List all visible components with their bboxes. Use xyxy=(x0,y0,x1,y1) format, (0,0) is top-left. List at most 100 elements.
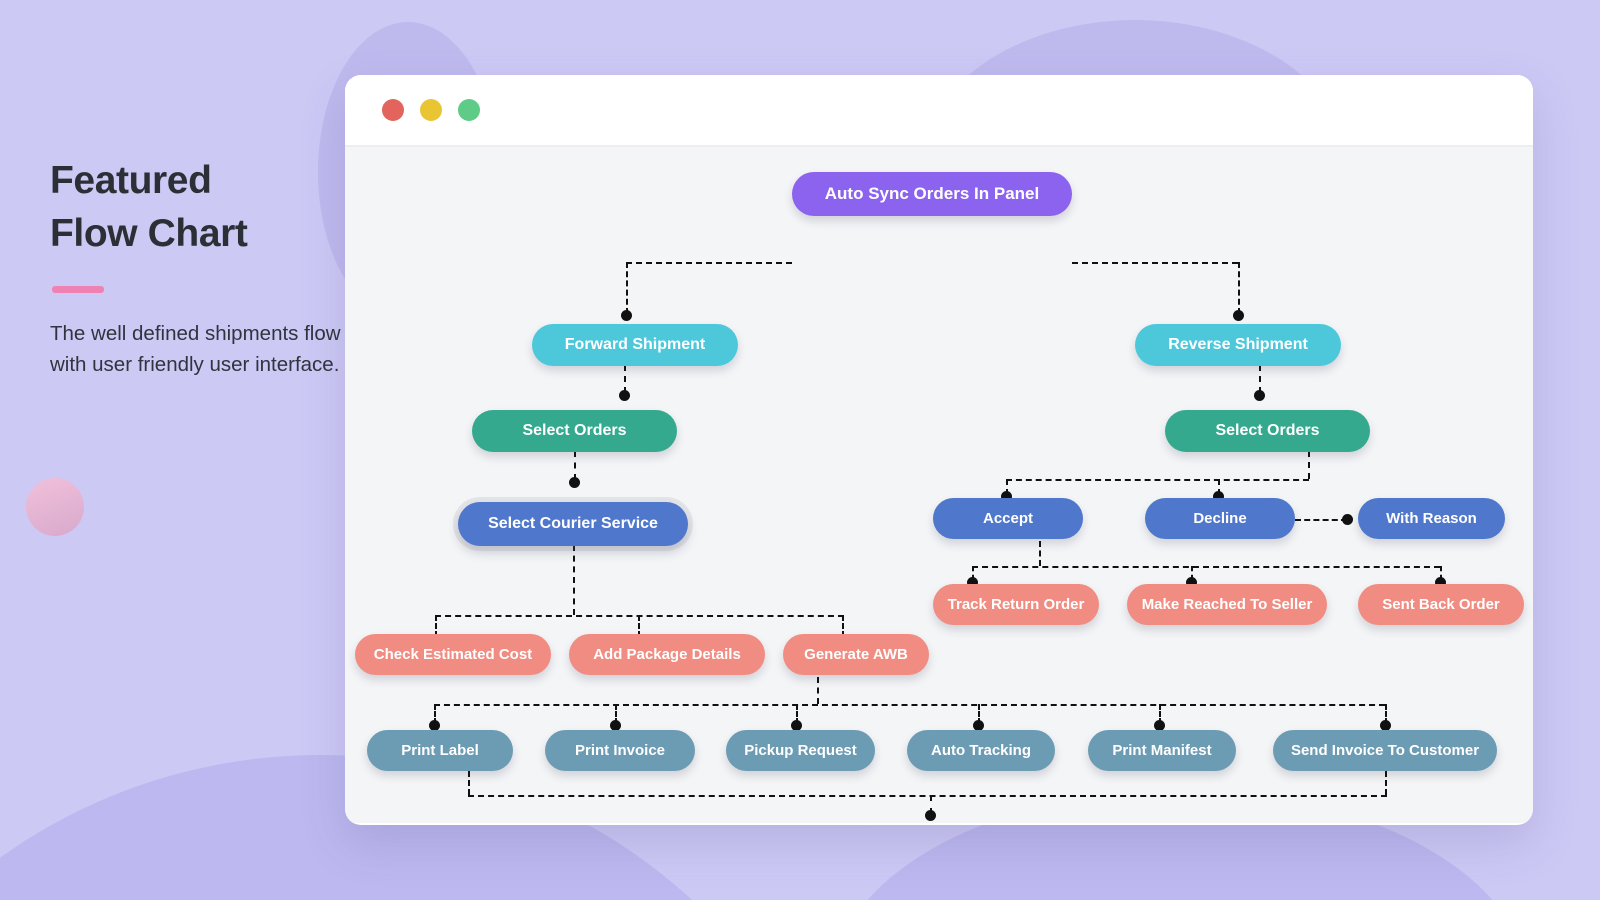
edge-to-auto-tracking-v xyxy=(978,704,980,724)
edge-to-make-reached-v xyxy=(1191,566,1193,580)
title-underline-accent xyxy=(52,286,104,294)
node-accept[interactable]: Accept xyxy=(933,498,1083,539)
node-make-reached-to-seller[interactable]: Make Reached To Seller xyxy=(1127,584,1327,625)
edge-to-generate-awb-v xyxy=(842,615,844,637)
edge-cap-select-orders-reverse xyxy=(1254,390,1265,401)
edge-to-decline-v xyxy=(1218,479,1220,495)
edge-printlabel-down xyxy=(468,771,470,795)
edge-to-pickup-request-v xyxy=(796,704,798,724)
node-print-manifest[interactable]: Print Manifest xyxy=(1088,730,1236,771)
node-with-reason[interactable]: With Reason xyxy=(1358,498,1505,539)
node-auto-sync-orders-in-panel[interactable]: Auto Sync Orders In Panel xyxy=(792,172,1072,216)
node-label: Print Label xyxy=(401,742,479,759)
node-label: Track Return Order xyxy=(947,596,1085,613)
edge-accept-decline-bus xyxy=(1006,479,1309,481)
edge-autosync-to-forward-h xyxy=(626,262,792,264)
node-label: Print Manifest xyxy=(1112,742,1212,759)
page-title-line-2: Flow Chart xyxy=(50,211,248,255)
edge-cap-send-invoice xyxy=(1380,720,1391,731)
edge-cap-forward-shipment xyxy=(621,310,632,321)
edge-to-add-package-v xyxy=(638,615,640,637)
node-reverse-shipment[interactable]: Reverse Shipment xyxy=(1135,324,1341,366)
node-label: Reverse Shipment xyxy=(1168,336,1308,353)
edge-autosync-to-reverse-h xyxy=(1072,262,1238,264)
node-select-orders-forward[interactable]: Select Orders xyxy=(472,410,677,452)
page-description: The well defined shipments flow with use… xyxy=(50,322,341,376)
node-label: Print Invoice xyxy=(574,742,666,759)
page-title: Featured Flow Chart xyxy=(50,155,350,260)
edge-cap-decline xyxy=(1213,491,1224,502)
node-select-courier-service[interactable]: Select Courier Service xyxy=(458,502,688,546)
edge-cap-with-reason xyxy=(1342,514,1353,525)
edge-autosync-to-reverse-v xyxy=(1238,262,1240,314)
node-label: Pickup Request xyxy=(744,742,857,759)
node-pickup-request[interactable]: Pickup Request xyxy=(726,730,875,771)
edge-cap-print-invoice xyxy=(610,720,621,731)
node-label: Check Estimated Cost xyxy=(373,646,533,663)
edge-cap-sent-back-order xyxy=(1435,577,1446,588)
edge-to-print-invoice-v xyxy=(615,704,617,724)
node-select-orders-reverse[interactable]: Select Orders xyxy=(1165,410,1370,452)
edge-cap-select-courier xyxy=(569,477,580,488)
edge-courier-drop xyxy=(573,545,575,615)
edge-tier6-bus xyxy=(434,704,1385,706)
node-label: Forward Shipment xyxy=(564,336,706,353)
edge-to-track-return-v xyxy=(972,566,974,580)
edge-fulfill-bus xyxy=(468,795,1387,797)
browser-window: Auto Sync Orders In Panel Forward Shipme… xyxy=(345,75,1533,825)
edge-to-sent-back-v xyxy=(1440,566,1442,580)
decorative-circle-pink xyxy=(26,478,84,536)
edge-cap-fulfill-order xyxy=(925,810,936,821)
node-label: Auto Sync Orders In Panel xyxy=(824,184,1040,203)
node-forward-shipment[interactable]: Forward Shipment xyxy=(532,324,738,366)
node-track-return-order[interactable]: Track Return Order xyxy=(933,584,1099,625)
edge-return-row-bus xyxy=(972,566,1440,568)
node-label: Select Orders xyxy=(522,422,627,439)
edge-reverse-to-selectorders-v xyxy=(1259,365,1261,393)
edge-forward-to-selectorders-v xyxy=(624,365,626,393)
edge-selectorders-to-courier-v xyxy=(574,451,576,480)
node-print-invoice[interactable]: Print Invoice xyxy=(545,730,695,771)
edge-selectorders-rev-drop xyxy=(1308,451,1310,479)
node-label: Add Package Details xyxy=(593,646,741,663)
edge-cap-accept xyxy=(1001,491,1012,502)
node-label: Accept xyxy=(982,510,1034,527)
edge-accept-drop xyxy=(1039,541,1041,566)
maximize-window-icon[interactable] xyxy=(458,99,480,121)
node-label: Sent Back Order xyxy=(1382,596,1500,613)
edge-cap-auto-tracking xyxy=(973,720,984,731)
edge-cap-print-label xyxy=(429,720,440,731)
edge-to-accept-v xyxy=(1006,479,1008,495)
node-label: Select Courier Service xyxy=(488,515,658,532)
node-label: Generate AWB xyxy=(804,646,908,663)
edge-to-fulfill-v xyxy=(930,795,932,814)
edge-cap-make-reached-to-seller xyxy=(1186,577,1197,588)
node-label: Make Reached To Seller xyxy=(1141,596,1313,613)
node-label: Auto Tracking xyxy=(930,742,1031,759)
edge-to-print-label-v xyxy=(434,704,436,724)
node-sent-back-order[interactable]: Sent Back Order xyxy=(1358,584,1524,625)
edge-cap-print-manifest xyxy=(1154,720,1165,731)
edge-to-check-cost-v xyxy=(435,615,437,637)
edge-cap-pickup-request xyxy=(791,720,802,731)
intro-panel: Featured Flow Chart The well defined shi… xyxy=(50,155,350,380)
node-send-invoice-to-customer[interactable]: Send Invoice To Customer xyxy=(1273,730,1497,771)
node-check-estimated-cost[interactable]: Check Estimated Cost xyxy=(355,634,551,675)
edge-sendinvoice-down xyxy=(1385,771,1387,795)
node-auto-tracking[interactable]: Auto Tracking xyxy=(907,730,1055,771)
edge-cap-track-return-order xyxy=(967,577,978,588)
node-add-package-details[interactable]: Add Package Details xyxy=(569,634,765,675)
edge-cap-reverse-shipment xyxy=(1233,310,1244,321)
node-label: Decline xyxy=(1193,510,1247,527)
window-titlebar xyxy=(345,75,1533,147)
node-generate-awb[interactable]: Generate AWB xyxy=(783,634,929,675)
edge-awb-drop xyxy=(817,677,819,704)
edge-to-print-manifest-v xyxy=(1159,704,1161,724)
node-print-label[interactable]: Print Label xyxy=(367,730,513,771)
edge-to-send-invoice-v xyxy=(1385,704,1387,724)
close-window-icon[interactable] xyxy=(382,99,404,121)
flowchart-canvas: Auto Sync Orders In Panel Forward Shipme… xyxy=(345,147,1533,823)
edge-autosync-to-forward-v xyxy=(626,262,628,314)
minimize-window-icon[interactable] xyxy=(420,99,442,121)
node-decline[interactable]: Decline xyxy=(1145,498,1295,539)
